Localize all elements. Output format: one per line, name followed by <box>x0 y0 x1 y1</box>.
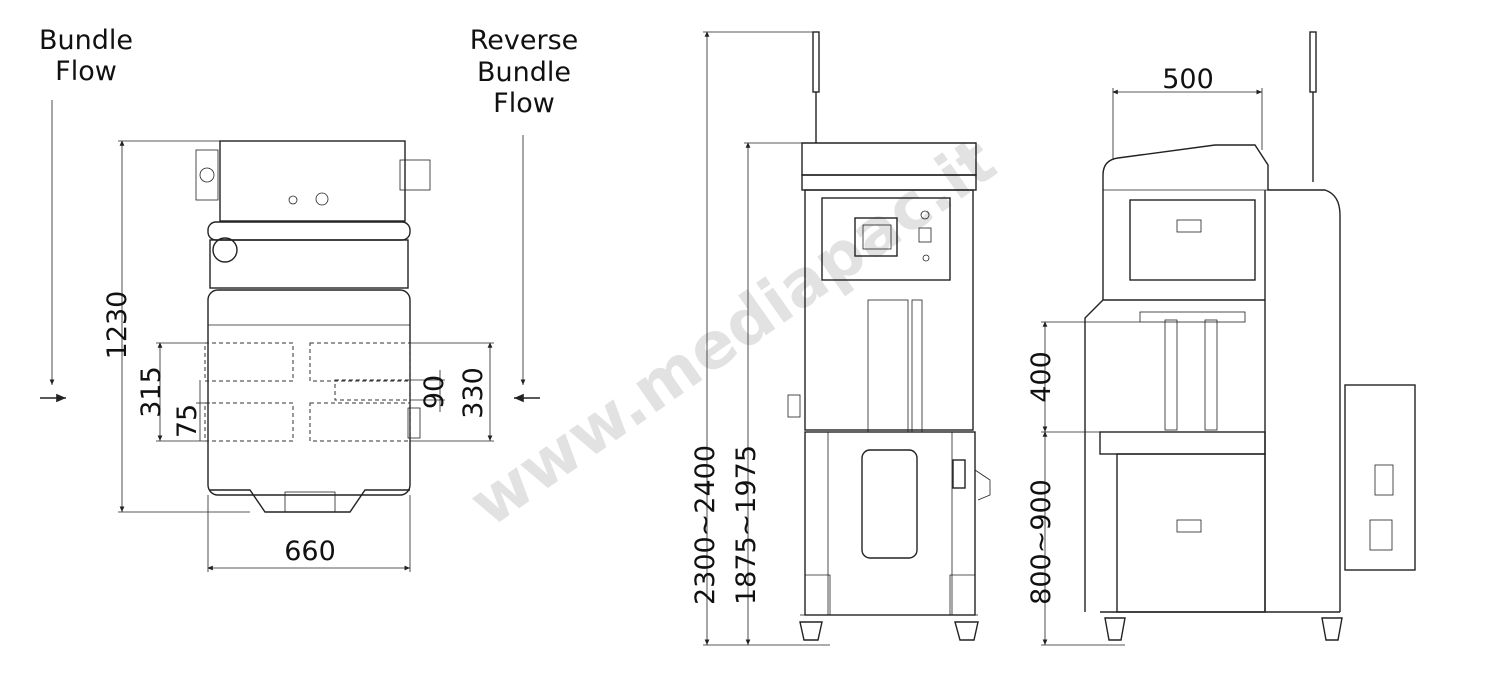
reverse-flow-label-1: Reverse <box>470 25 579 56</box>
dim-315: 315 <box>136 366 167 418</box>
front-view: 2300~2400 1875~1975 <box>690 31 991 646</box>
signal-light-tower <box>1309 31 1317 93</box>
side-view: 500 400 800~900 <box>1026 31 1416 646</box>
dim-body-height: 1875~1975 <box>731 445 762 605</box>
dim-90: 90 <box>419 375 450 409</box>
reverse-flow-label-2: Bundle <box>477 57 571 88</box>
signal-light-tower <box>812 31 820 93</box>
dim-length-1230: 1230 <box>102 291 133 360</box>
dim-330: 330 <box>458 367 489 419</box>
top-view: Bundle Flow Reverse Bundle Flow 1230 6 <box>39 25 578 572</box>
bundle-flow-label-2: Flow <box>55 56 117 87</box>
reverse-flow-label-3: Flow <box>493 88 555 119</box>
dim-75: 75 <box>172 404 203 438</box>
dim-table-height: 800~900 <box>1026 479 1057 605</box>
dim-arch-height: 400 <box>1026 351 1057 403</box>
dim-total-height: 2300~2400 <box>690 445 721 605</box>
dim-width-660: 660 <box>284 536 336 567</box>
dim-top-width: 500 <box>1162 64 1214 95</box>
bundle-flow-label-1: Bundle <box>39 25 133 56</box>
